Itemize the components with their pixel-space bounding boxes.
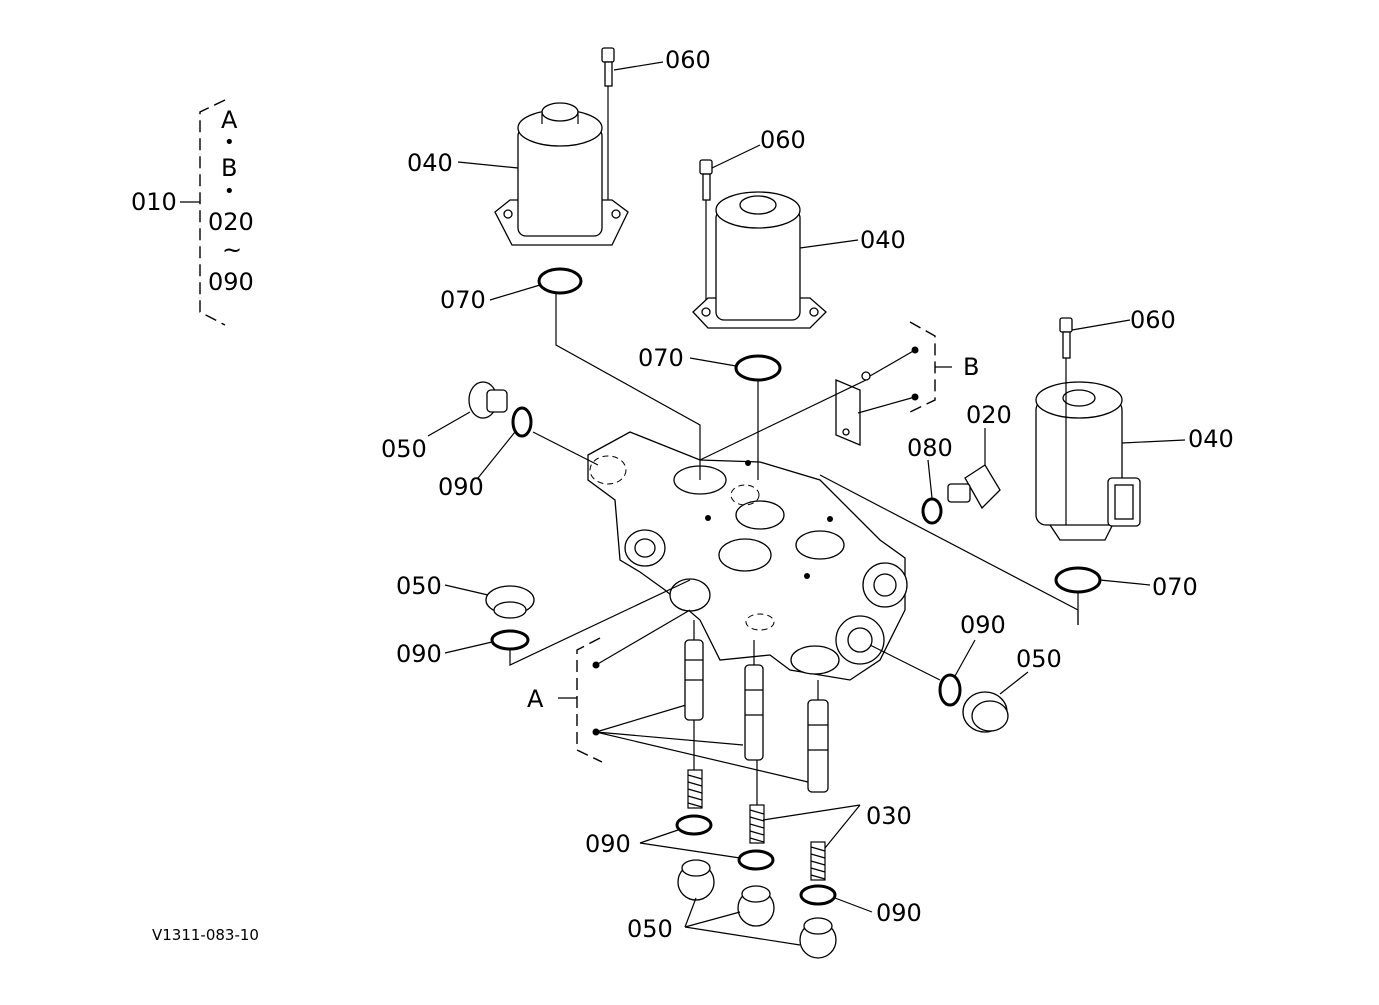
bracket-item-090: 090 bbox=[208, 268, 254, 296]
callout-090: 090 bbox=[438, 473, 484, 501]
callout-050: 050 bbox=[1016, 645, 1062, 673]
callout-060: 060 bbox=[1130, 306, 1176, 334]
relief-plug-020 bbox=[947, 464, 1001, 510]
o-ring-090-2 bbox=[490, 629, 530, 651]
o-ring-070-3 bbox=[1054, 566, 1102, 594]
o-ring-090-5 bbox=[737, 849, 775, 871]
spool-2 bbox=[744, 664, 764, 761]
bracket-item-020: 020 bbox=[208, 208, 254, 236]
o-ring-090-1 bbox=[511, 406, 533, 438]
bracket-item-a: A bbox=[221, 106, 238, 134]
bracket-b bbox=[909, 321, 936, 413]
plate bbox=[835, 379, 861, 446]
callout-090: 090 bbox=[396, 640, 442, 668]
solenoid-valve-1 bbox=[494, 102, 629, 246]
plug-050-6 bbox=[799, 917, 837, 959]
callout-090: 090 bbox=[960, 611, 1006, 639]
plug-050-2 bbox=[485, 585, 535, 619]
callout-050: 050 bbox=[627, 915, 673, 943]
plug-050-3 bbox=[962, 691, 1009, 733]
o-ring-090-4 bbox=[675, 814, 713, 836]
assembly-number: 010 bbox=[131, 188, 177, 216]
valve-body bbox=[587, 431, 908, 681]
callout-050: 050 bbox=[396, 572, 442, 600]
sub-assembly-a: A bbox=[527, 685, 544, 713]
drawing-code: V1311-083-10 bbox=[152, 926, 259, 944]
bracket-a bbox=[576, 637, 603, 763]
callout-060: 060 bbox=[760, 126, 806, 154]
bolt-1 bbox=[601, 47, 615, 87]
plug-050-4 bbox=[677, 859, 715, 901]
group-bracket bbox=[199, 99, 226, 326]
callout-080: 080 bbox=[907, 434, 953, 462]
bracket-item-tilde: ~ bbox=[222, 236, 243, 264]
solenoid-valve-3 bbox=[1035, 381, 1141, 541]
callout-040: 040 bbox=[1188, 425, 1234, 453]
callout-090: 090 bbox=[585, 830, 631, 858]
spool-3 bbox=[807, 699, 829, 793]
callout-020: 020 bbox=[966, 401, 1012, 429]
plug-050-1 bbox=[468, 381, 508, 419]
callout-060: 060 bbox=[665, 46, 711, 74]
bracket-item-b: B bbox=[221, 154, 238, 182]
bracket-item-dot-2: • bbox=[224, 181, 235, 202]
bracket-item-dot-1: • bbox=[224, 132, 235, 153]
o-ring-070-2 bbox=[734, 354, 782, 382]
plug-050-5 bbox=[737, 885, 775, 927]
o-ring-090-6 bbox=[799, 884, 837, 906]
callout-040: 040 bbox=[407, 149, 453, 177]
callout-050: 050 bbox=[381, 435, 427, 463]
callout-040: 040 bbox=[860, 226, 906, 254]
callout-070: 070 bbox=[1152, 573, 1198, 601]
spring-1 bbox=[687, 769, 703, 809]
callout-090: 090 bbox=[876, 899, 922, 927]
callout-070: 070 bbox=[638, 344, 684, 372]
solenoid-valve-2 bbox=[692, 191, 827, 329]
bolt-3 bbox=[1059, 317, 1073, 359]
callout-070: 070 bbox=[440, 286, 486, 314]
spring-3 bbox=[810, 841, 826, 881]
callout-030: 030 bbox=[866, 802, 912, 830]
spool-1 bbox=[684, 639, 704, 721]
o-ring-070-1 bbox=[537, 267, 583, 295]
bolt-2 bbox=[699, 159, 713, 201]
sub-assembly-b: B bbox=[963, 353, 980, 381]
o-ring-080 bbox=[921, 497, 943, 525]
o-ring-090-3 bbox=[938, 673, 962, 707]
spring-2 bbox=[749, 804, 765, 844]
